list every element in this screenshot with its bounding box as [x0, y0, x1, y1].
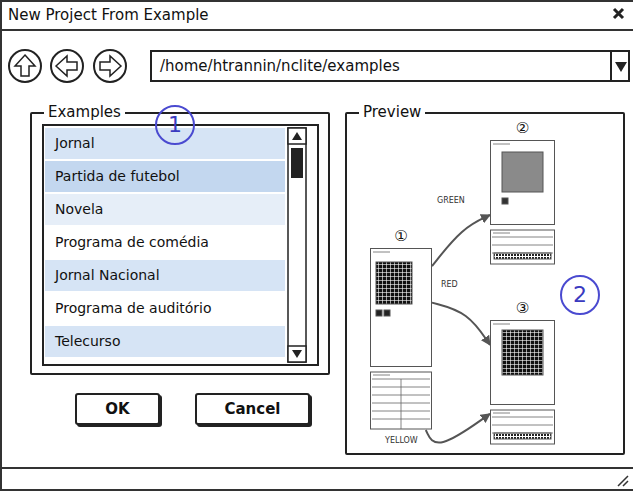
item-text: Partida de futebol [45, 161, 180, 192]
table-panel [371, 372, 432, 429]
window-title: New Project From Example [8, 6, 209, 24]
item-text: Telecurso [45, 326, 120, 357]
resize-grip [618, 476, 628, 486]
back-button [51, 50, 83, 82]
combo-divider [610, 51, 612, 82]
panel-title-mark [493, 413, 510, 414]
key-label: RED [440, 280, 459, 290]
list-item: Programa de comédia [45, 227, 285, 258]
back-arrow-icon [56, 56, 77, 76]
table-panel [491, 230, 555, 264]
screen-sketch [370, 248, 432, 430]
callout-number: 1 [155, 105, 195, 145]
up-arrow-icon [15, 55, 35, 76]
item-text: Programa de comédia [45, 227, 209, 258]
screen-number: ① [370, 227, 432, 245]
table-dots [494, 253, 551, 259]
scroll-down-arrow [292, 350, 302, 358]
screen-panel [491, 321, 555, 405]
screen-thumbnail: ① [370, 248, 432, 430]
screen-number: ③ [490, 299, 555, 317]
panel-title-mark [493, 144, 510, 145]
list-frame [43, 125, 318, 365]
forward-button [94, 50, 126, 82]
title-bar-divider [1, 29, 633, 31]
scroll-up-button [288, 128, 306, 144]
screen-number: ② [490, 119, 555, 137]
table-dots [494, 433, 551, 439]
push-button: OK [75, 393, 160, 425]
list-item: Jornal [45, 128, 285, 159]
list-item: Jornal Nacional [45, 260, 285, 291]
table-row-line [492, 245, 553, 246]
screen-panel [371, 249, 432, 367]
screen-sketch [490, 140, 555, 265]
panel-title-mark [493, 324, 510, 325]
table-row-line [492, 425, 553, 426]
list-item: Novela [45, 194, 285, 225]
icon-mark [384, 310, 390, 316]
path-combobox: /home/htrannin/nclite/examples [150, 50, 630, 82]
group-box: ExamplesJornalPartida de futebolNovelaPr… [30, 112, 330, 375]
path-text: /home/htrannin/nclite/examples [152, 52, 400, 80]
forward-arrow-icon [100, 56, 121, 76]
grid-area [376, 262, 412, 304]
push-button: Cancel [195, 393, 310, 425]
item-text: Jornal Nacional [45, 260, 160, 291]
transition-arrow [432, 303, 490, 345]
button-label: Cancel [224, 400, 280, 418]
table-row-line [492, 417, 553, 418]
panel-title-mark [373, 252, 390, 253]
table-column-line [401, 379, 402, 429]
close-icon [614, 9, 623, 18]
screen-sketch [490, 320, 555, 445]
item-text: Jornal [45, 128, 95, 159]
scroll-down-button [288, 346, 306, 362]
group-title: Examples [44, 103, 125, 121]
group-title: Preview [359, 103, 425, 121]
screen-panel [491, 141, 555, 225]
key-label: YELLOW [384, 436, 419, 446]
list-item: Programa de auditório [45, 293, 285, 324]
list-item: Telecurso [45, 326, 285, 357]
scroll-up-arrow [292, 132, 302, 140]
key-label: GREEN [436, 196, 466, 206]
icon-mark [502, 198, 508, 204]
icon-mark [376, 310, 382, 316]
scrollbar [288, 128, 306, 362]
dropdown-arrow [615, 62, 627, 72]
table-row-line [492, 237, 553, 238]
screen-thumbnail: ② [490, 140, 555, 265]
video-area [502, 152, 543, 192]
callout-number: 2 [560, 275, 600, 315]
up-button [9, 50, 41, 82]
transition-arrow [432, 215, 490, 266]
transition-arrow [426, 414, 490, 443]
list-item: Partida de futebol [45, 161, 285, 192]
table-panel [491, 410, 555, 444]
status-bar-divider [1, 467, 633, 469]
item-text: Programa de auditório [45, 293, 212, 324]
scroll-thumb [291, 148, 303, 178]
panel-title-mark [493, 233, 510, 234]
panel-title-mark [373, 375, 390, 376]
item-text: Novela [45, 194, 103, 225]
screen-thumbnail: ③ [490, 320, 555, 445]
grid-area [502, 330, 543, 375]
button-label: OK [105, 400, 129, 418]
